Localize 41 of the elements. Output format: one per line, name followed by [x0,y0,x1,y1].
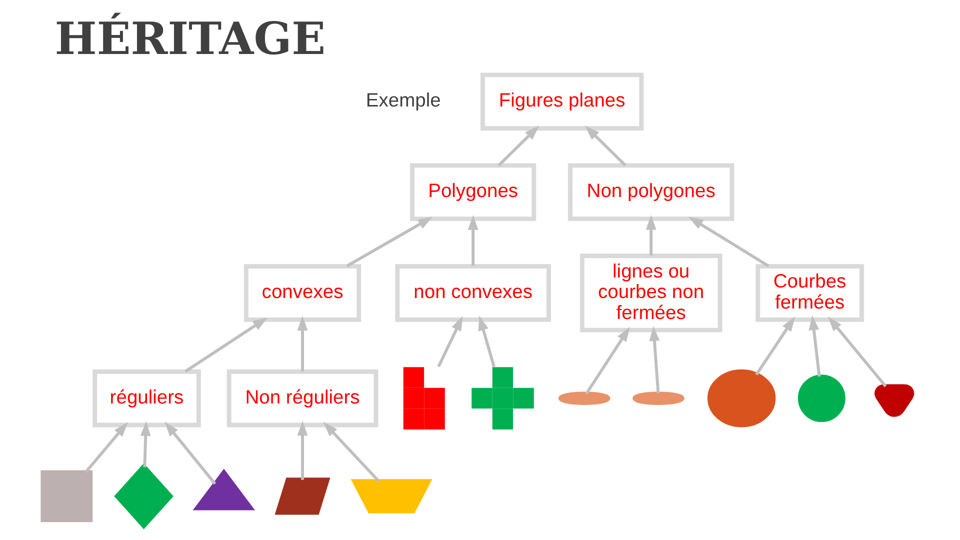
node-parallelogram [274,478,330,515]
node-box: Non réguliers [226,369,378,428]
arrow [497,126,539,166]
arrow [164,422,216,485]
node-trapezium [350,479,432,514]
node-box: convexes [243,264,361,322]
node-box: non convexes [394,264,550,322]
node-heart [874,384,914,417]
arrow [296,316,308,372]
node-box: Courbes fermées [755,264,864,322]
node-ellipse [706,369,776,428]
arrow [648,326,660,394]
node-box: Polygones [410,163,536,222]
arrow [436,316,462,368]
arrow [467,215,478,266]
arrow [184,317,268,373]
arrow [584,326,630,395]
arrow [827,316,886,388]
node-box: réguliers [92,369,200,428]
arrow [322,422,380,482]
node-box: lignes ou courbes non fermées [579,254,722,332]
node-box: Non polygones [568,163,734,222]
node-triangle [192,468,255,510]
arrow [478,316,495,368]
diagram-title: HÉRITAGE [54,13,326,66]
node-circle [797,374,845,422]
arrow [688,216,769,268]
node-diamond [114,463,173,530]
arrow [346,216,432,268]
node-square [40,470,92,522]
label: Exemple [365,90,440,112]
node-curve [632,392,684,405]
node-box: Figures planes [480,72,644,131]
arrow [84,422,128,474]
arrow [140,421,150,468]
node-curve [558,392,610,405]
arrow [584,126,626,166]
arrow [754,316,795,376]
arrow [645,214,656,256]
arrow [808,315,820,377]
arrow [296,420,308,480]
